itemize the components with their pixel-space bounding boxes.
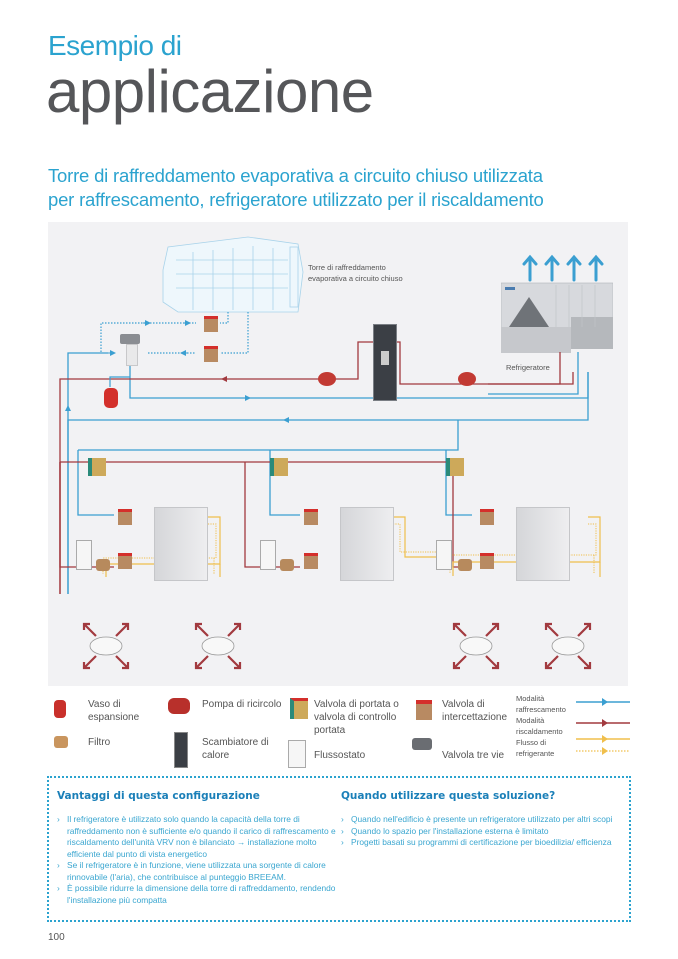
legend-label: espansione xyxy=(88,712,140,723)
flow-switch-icon xyxy=(288,740,306,768)
circulation-pump-icon xyxy=(168,698,190,714)
legend-mode-label: riscaldamento xyxy=(516,726,563,736)
legend-label: intercettazione xyxy=(442,712,508,723)
legend-expansion-vessel: Vaso di espansione xyxy=(88,698,139,724)
shutoff-valve xyxy=(204,346,218,362)
legend-label: portata xyxy=(314,725,346,736)
legend-heat-exchanger: Scambiatore di calore xyxy=(202,736,269,762)
legend-label: Vaso di xyxy=(88,699,121,710)
shutoff-valve xyxy=(304,509,318,525)
cooling-tower-label-line2: evaporativa a circuito chiuso xyxy=(308,274,403,283)
flow-control-valve xyxy=(446,458,464,476)
legend-label: Valvola di xyxy=(442,699,485,710)
airflow-arrows xyxy=(522,254,604,282)
legend-shutoff-valve: Valvola di intercettazione xyxy=(442,698,507,724)
legend-mode-cooling: Modalità raffrescamento xyxy=(516,694,566,715)
flow-switch xyxy=(260,540,276,570)
flow-switch xyxy=(436,540,452,570)
when-to-use-item: Quando lo spazio per l'installazione est… xyxy=(341,826,613,838)
chiller-unit xyxy=(501,277,613,355)
advantages-list: Il refrigeratore è utilizzato solo quand… xyxy=(57,814,339,906)
legend-label: valvola di controllo xyxy=(314,712,397,723)
page-title-line1: Esempio di xyxy=(48,30,182,61)
legend-mode-label: Flusso di xyxy=(516,738,547,747)
legend-three-way-valve: Valvola tre vie xyxy=(442,750,505,761)
vrv-unit xyxy=(516,507,570,581)
cassette-unit xyxy=(82,622,130,670)
legend-flow-switch: Flussostato xyxy=(314,750,366,761)
advantages-item: È possibile ridurre la dimensione della … xyxy=(57,883,339,906)
shutoff-valve xyxy=(118,509,132,525)
legend-mode-label: raffrescamento xyxy=(516,704,566,714)
filter xyxy=(96,559,110,571)
legend-line-cooling xyxy=(576,698,630,706)
cooling-tower-label-line1: Torre di raffreddamento xyxy=(308,263,386,272)
legend-label: Valvola di portata o xyxy=(314,699,399,710)
when-to-use-item: Progetti basati su programmi di certific… xyxy=(341,837,613,849)
shutoff-valve xyxy=(480,509,494,525)
legend-line-refrigerant-dotted xyxy=(576,747,630,755)
legend-circulation-pump: Pompa di ricircolo xyxy=(202,699,282,710)
when-to-use-list: Quando nell'edificio è presente un refri… xyxy=(341,814,613,849)
cooling-tower-label: Torre di raffreddamento evaporativa a ci… xyxy=(308,262,403,284)
cooling-tower-illustration xyxy=(162,236,304,313)
cassette-units xyxy=(82,622,592,670)
advantages-item: Se il refrigeratore è in funzione, viene… xyxy=(57,860,339,883)
legend-mode-refrigerant: Flusso di refrigerante xyxy=(516,738,554,759)
three-way-valve-icon xyxy=(412,738,432,750)
flow-control-valve xyxy=(88,458,106,476)
legend-mode-label: Modalità xyxy=(516,694,545,703)
vrv-unit xyxy=(154,507,208,581)
shutoff-valve xyxy=(480,553,494,569)
advantages-title: Vantaggi di questa configurazione xyxy=(57,790,260,802)
legend-flow-valve: Valvola di portata o valvola di controll… xyxy=(314,698,399,737)
legend-line-refrigerant xyxy=(576,735,630,743)
subtitle-line2: per raffrescamento, refrigeratore utiliz… xyxy=(48,189,544,210)
legend-mode-label: refrigerante xyxy=(516,748,555,758)
legend-mode-heating: Modalità riscaldamento xyxy=(516,716,563,737)
page-subtitle: Torre di raffreddamento evaporativa a ci… xyxy=(48,164,544,212)
vrv-unit xyxy=(340,507,394,581)
shutoff-valve-icon xyxy=(416,700,432,720)
flow-valve-icon xyxy=(290,698,308,719)
expansion-vessel xyxy=(104,388,118,408)
legend-filter: Filtro xyxy=(88,737,111,748)
chiller-label: Refrigeratore xyxy=(506,363,550,372)
filter-icon xyxy=(54,736,68,748)
shutoff-valve xyxy=(204,316,218,332)
advantages-item: Il refrigeratore è utilizzato solo quand… xyxy=(57,814,339,860)
page-title-line2: applicazione xyxy=(46,58,374,125)
page-number: 100 xyxy=(48,932,65,943)
when-to-use-title: Quando utilizzare questa soluzione? xyxy=(341,790,556,802)
system-diagram: Torre di raffreddamento evaporativa a ci… xyxy=(48,222,628,686)
circulation-pump xyxy=(318,372,336,386)
legend-line-heating xyxy=(576,719,630,727)
filter xyxy=(458,559,472,571)
subtitle-line1: Torre di raffreddamento evaporativa a ci… xyxy=(48,165,543,186)
circulation-pump xyxy=(458,372,476,386)
legend: Vaso di espansione Filtro Pompa di ricir… xyxy=(48,692,638,770)
flow-control-valve xyxy=(270,458,288,476)
heat-exchanger xyxy=(373,324,397,401)
heat-exchanger-icon xyxy=(174,732,188,768)
legend-label: calore xyxy=(202,750,230,761)
shutoff-valve xyxy=(118,553,132,569)
flow-switch xyxy=(76,540,92,570)
three-way-valve-body xyxy=(126,344,138,366)
legend-line-samples xyxy=(576,698,630,755)
legend-mode-label: Modalità xyxy=(516,716,545,725)
shutoff-valve xyxy=(304,553,318,569)
legend-label: Scambiatore di xyxy=(202,737,269,748)
info-box: Vantaggi di questa configurazione Il ref… xyxy=(47,776,631,922)
expansion-vessel-icon xyxy=(54,700,66,718)
three-way-valve xyxy=(120,334,140,344)
when-to-use-item: Quando nell'edificio è presente un refri… xyxy=(341,814,613,826)
filter xyxy=(280,559,294,571)
